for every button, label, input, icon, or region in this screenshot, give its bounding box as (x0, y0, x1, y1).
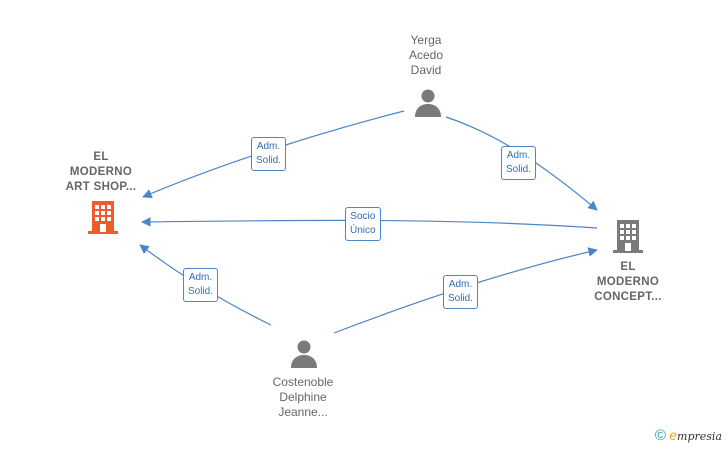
copyright-icon: © (654, 427, 666, 444)
empresia-watermark: © empresia (655, 427, 722, 444)
edge-label-yerga-artshop[interactable]: Adm. Solid. (251, 137, 287, 171)
person-icon[interactable] (413, 88, 443, 118)
edge-label-line: Solid. (256, 155, 282, 166)
building-icon[interactable] (87, 199, 119, 235)
empresia-logo-text: mpresia (677, 430, 722, 443)
node-label-costenoble[interactable]: Costenoble Delphine Jeanne... (258, 375, 348, 420)
node-label-yerga[interactable]: Yerga Acedo David (390, 33, 462, 78)
edge-label-yerga-concept[interactable]: Adm. Solid. (501, 146, 537, 180)
node-label-line: ART SHOP... (65, 181, 137, 193)
node-label-line: EL (620, 261, 636, 273)
edge-label-line: Adm. (188, 272, 213, 283)
node-label-line: David (410, 63, 442, 77)
edge-label-line: Solid. (188, 286, 214, 297)
building-icon[interactable] (612, 218, 644, 254)
node-label-line: Costenoble (272, 375, 334, 389)
person-icon[interactable] (289, 339, 319, 369)
node-label-line: Jeanne... (278, 405, 328, 419)
node-label-concept[interactable]: EL MODERNO CONCEPT... (586, 260, 670, 305)
node-label-line: EL (93, 151, 109, 163)
edge-label-line: Adm. (506, 150, 531, 161)
edge-label-line: Adm. (448, 279, 473, 290)
edge-label-concept-artshop[interactable]: Socio Único (345, 207, 381, 241)
node-label-line: Yerga (410, 33, 442, 47)
node-label-line: CONCEPT... (594, 291, 662, 303)
node-label-line: Delphine (279, 390, 327, 404)
edge-label-line: Único (350, 225, 376, 236)
edge-label-line: Adm. (256, 141, 281, 152)
edge-label-costenoble-artshop[interactable]: Adm. Solid. (183, 268, 219, 302)
edge-label-line: Solid. (448, 293, 474, 304)
node-label-line: MODERNO (69, 166, 133, 178)
empresia-logo-initial: e (669, 427, 678, 443)
node-label-line: Acedo (408, 48, 444, 62)
edge-label-line: Solid. (506, 164, 532, 175)
node-label-line: MODERNO (596, 276, 660, 288)
edge-label-line: Socio (350, 211, 376, 222)
edge-label-costenoble-concept[interactable]: Adm. Solid. (443, 275, 479, 309)
node-label-artshop[interactable]: EL MODERNO ART SHOP... (55, 150, 147, 195)
